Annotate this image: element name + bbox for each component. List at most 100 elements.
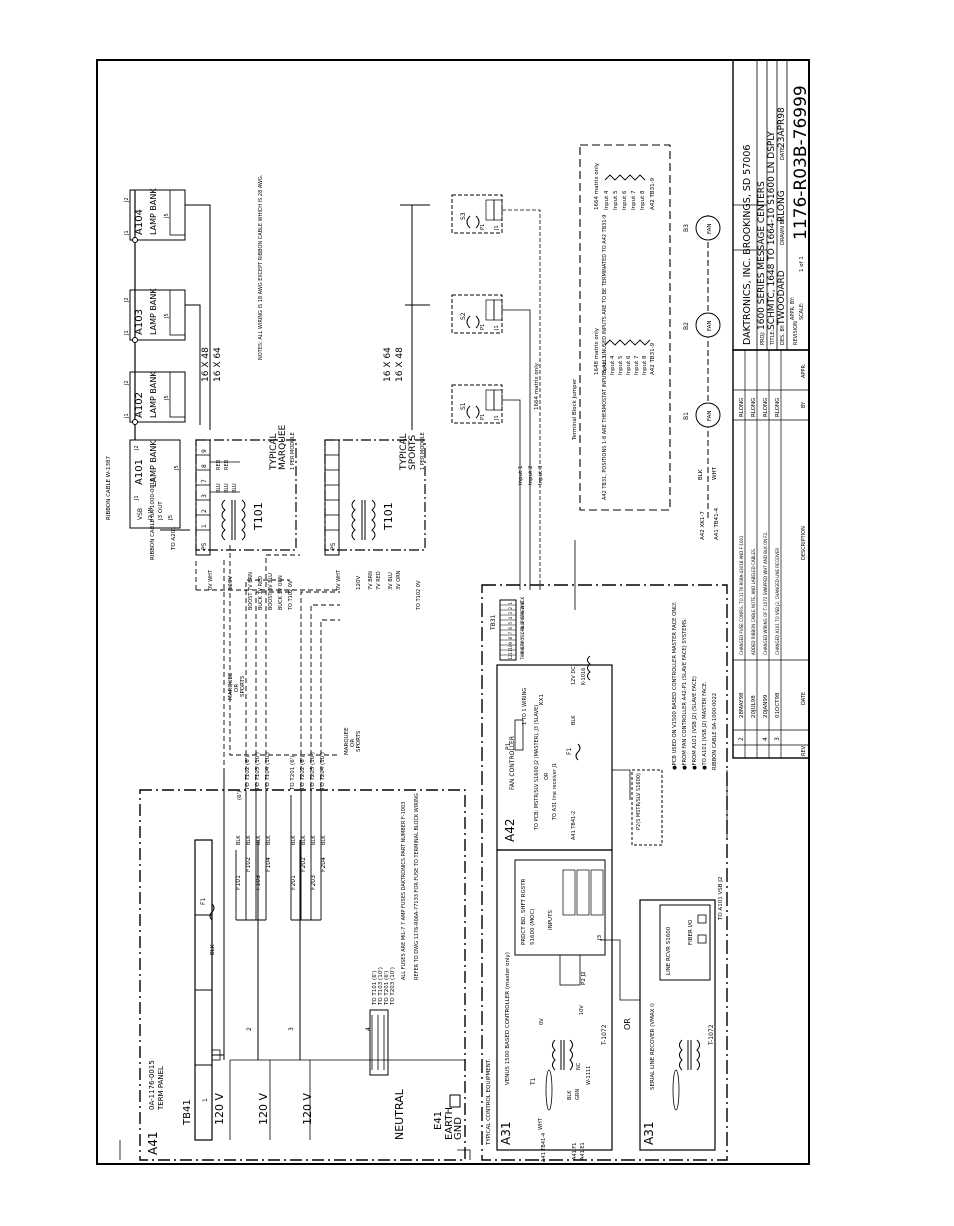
or-separator: OR [623,1018,632,1030]
dest-t201: TO T201 (6') [290,756,296,791]
fuse-label-f202: F202 [300,857,307,872]
rev-row-3-by: RLONG [763,398,769,417]
supply-120v-3: 120 V [301,1093,314,1125]
m1648-input-3: Input 3 [602,355,608,375]
supply-120v-2: 120 V [257,1093,270,1125]
m1664-bracket-icon [604,174,646,181]
drawing-title: SCHMTC, 1648 TO 1664-10 S1600 LN DSPLY [767,131,777,330]
fan-wire-a42: A42 XK1-7 [700,511,706,540]
fan-b2: FAN B2 [683,312,721,338]
tb31-row-4-number: 4 [508,617,513,620]
switch-s2-icon [466,315,480,329]
sports-title-1: TYPICAL [399,433,409,471]
m1648-input-6: Input 6 [626,355,632,375]
a42-kx1: KX1 [539,694,545,705]
a31-venus-transformer: T-1072 [601,1024,608,1046]
earth-label: EARTH [444,1107,455,1140]
a31-venus-ref: A31 [499,1122,513,1145]
a42-f1-fuse-icon [575,743,581,761]
fuse-row-wire-8: BLK [321,835,327,845]
fuse-row-wire-2: BLK [291,835,297,845]
a42-tb41-2: A41 TB41-2 [571,811,577,840]
designer-label: DES. BY: [780,324,786,345]
lamp-bank-a102-j1: J1 [124,413,130,419]
vsb-j2-in: J2 IN [148,507,154,521]
thermostat-switches: S1 P1 J1 S2 P1 J1 S3 P1 J1 [451,194,541,590]
vsb-board: VSB J2 IN J3 OUT J5 [129,439,181,529]
tb31-row-11-color: PNK [520,646,525,654]
a42-k1016: K-1016 [581,668,587,685]
tb31-row-2-number: 2 [508,607,513,610]
switch-s2-p1: P1 [480,324,486,330]
revision-label: REVISION [793,321,799,345]
tb31-row-1-color: BLK [520,597,525,605]
sports-t101: T101 [382,502,395,531]
drawing-date: 23APR98 [777,107,787,148]
fuse-row-wire-7: BLK [311,835,317,845]
fuse-row-wire-4: BLK [256,835,262,845]
fan-wire-a41: A41 TB41-4 [714,507,720,540]
ms-marquee-bot: MARQUEE [344,727,350,755]
dest-t204: TO T204 (10') [320,752,326,791]
a42-f1: F1 [566,748,573,755]
rev-row-1-by: RLONG [739,398,745,417]
m1664-tb31-9: A42 TB31-9 [650,177,656,210]
rev-row-4-date: 01OCT98 [775,692,781,718]
ms-or-top: OR [234,684,240,692]
tb31-label: TB31 [490,614,497,631]
fan-wire-wht: WHT [712,466,718,480]
marquee-120v: 120V [228,576,234,590]
gnd-label: GND [453,1117,464,1140]
input-2: Input 2 [528,466,534,486]
fan-b1: FAN B1 [683,402,721,428]
a31-serial-ref: A31 [642,1122,656,1145]
vsb-j5: J5 [168,514,174,521]
fuse-label-f103: F103 [255,875,262,890]
m1648-bracket-icon [604,339,651,346]
m1664-input-4: Input 4 [604,190,610,210]
m1664-list: Input 4 Input 5 Input 6 Input 7 Input 8 … [604,174,656,210]
marquee-pin-8: 8 [201,464,208,468]
fuse-row-wire-5: BLK [266,835,272,845]
a42-blk: BLK [571,715,577,725]
project-label: PROJ: [760,331,766,345]
fuse-label-f102: F102 [245,857,252,872]
sports-tap-7v-brn: 7V BRN [368,571,374,590]
fuse-note-line: ALL FUSES ARE MIL-7 7 AMP FUSES DAKTRONI… [401,802,407,980]
switch-s3-icon [466,215,480,229]
rev-row-3-rev: 4 [762,737,769,741]
rev-row-1-desc: CHANGED FUSE CONFIG. TO 1176-R08A-43018 … [739,535,744,655]
marquee-p5-connector [195,439,211,556]
earth-terminal [449,1094,461,1108]
rev-row-2-by: RLONG [751,398,757,417]
fiber-io: FIBER I/O [688,919,694,945]
terminal-block-jumper: Terminal Block Jumper [572,378,578,441]
m1664-input-7: Input 7 [631,190,637,210]
lamp-bank-a102-j5: J5 [164,395,170,401]
tb41-term-1: 1 [202,1098,209,1102]
dest-t102: TO T102 (6') [245,756,251,791]
lamp-bank-a102-ref: A102 [134,392,145,418]
fuse-label-f201: F201 [290,875,297,890]
marquee-module: P5 1 2 3 7 8 9 T101 BLU BLU BLU RED RED … [150,424,297,611]
ms-sports-top: SPORTS [240,675,246,697]
marquee-pin-3: 3 [201,494,208,498]
misc-wiring [119,769,728,1160]
sports-120v: 120V [356,576,362,590]
prdct-inputs: INPUTS [548,910,554,930]
fan-b3: FAN B3 [683,215,721,241]
switch-s1: S1 P1 J1 [451,384,503,424]
p2-connector [631,769,663,846]
a42-p1-connector [514,719,524,751]
neutral-dest-1: TO T101 (6') [372,971,378,1006]
dest-six-ft: (6') [237,791,243,800]
ribbon-cable-top: RIBBON CABLE W-1387 [106,456,112,520]
ms-sports-bot: SPORTS [356,730,362,752]
a31-serial-receiver: A31 SERIAL LINE RECOVER (VMAX I) LINE RC… [639,877,724,1151]
a31-venus-transformer-icon [552,1039,573,1071]
a31-venus-wht: WHT [538,1117,544,1130]
lamp-bank-a102: A102 LAMP BANK J1 J2 J5 [124,371,186,423]
marquee-p5-label: P5 [201,542,208,550]
lamp-bank-a101-j2: J2 [134,445,140,451]
